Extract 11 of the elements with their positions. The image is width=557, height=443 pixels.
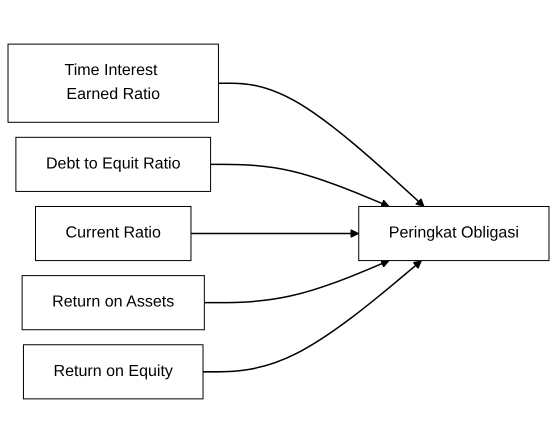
node-box: Debt to Equit Ratio xyxy=(15,136,212,192)
arrow xyxy=(203,260,422,373)
arrow xyxy=(218,82,425,207)
arrow xyxy=(190,229,360,238)
node-box: Return on Equity xyxy=(22,344,204,400)
node-box: Current Ratio xyxy=(35,206,192,262)
node-box: Return on Assets xyxy=(22,275,205,330)
arrow xyxy=(210,164,390,208)
node-box: Time Interest Earned Ratio xyxy=(8,44,219,123)
node-box: Peringkat Obligasi xyxy=(358,206,550,262)
arrow xyxy=(204,260,390,304)
